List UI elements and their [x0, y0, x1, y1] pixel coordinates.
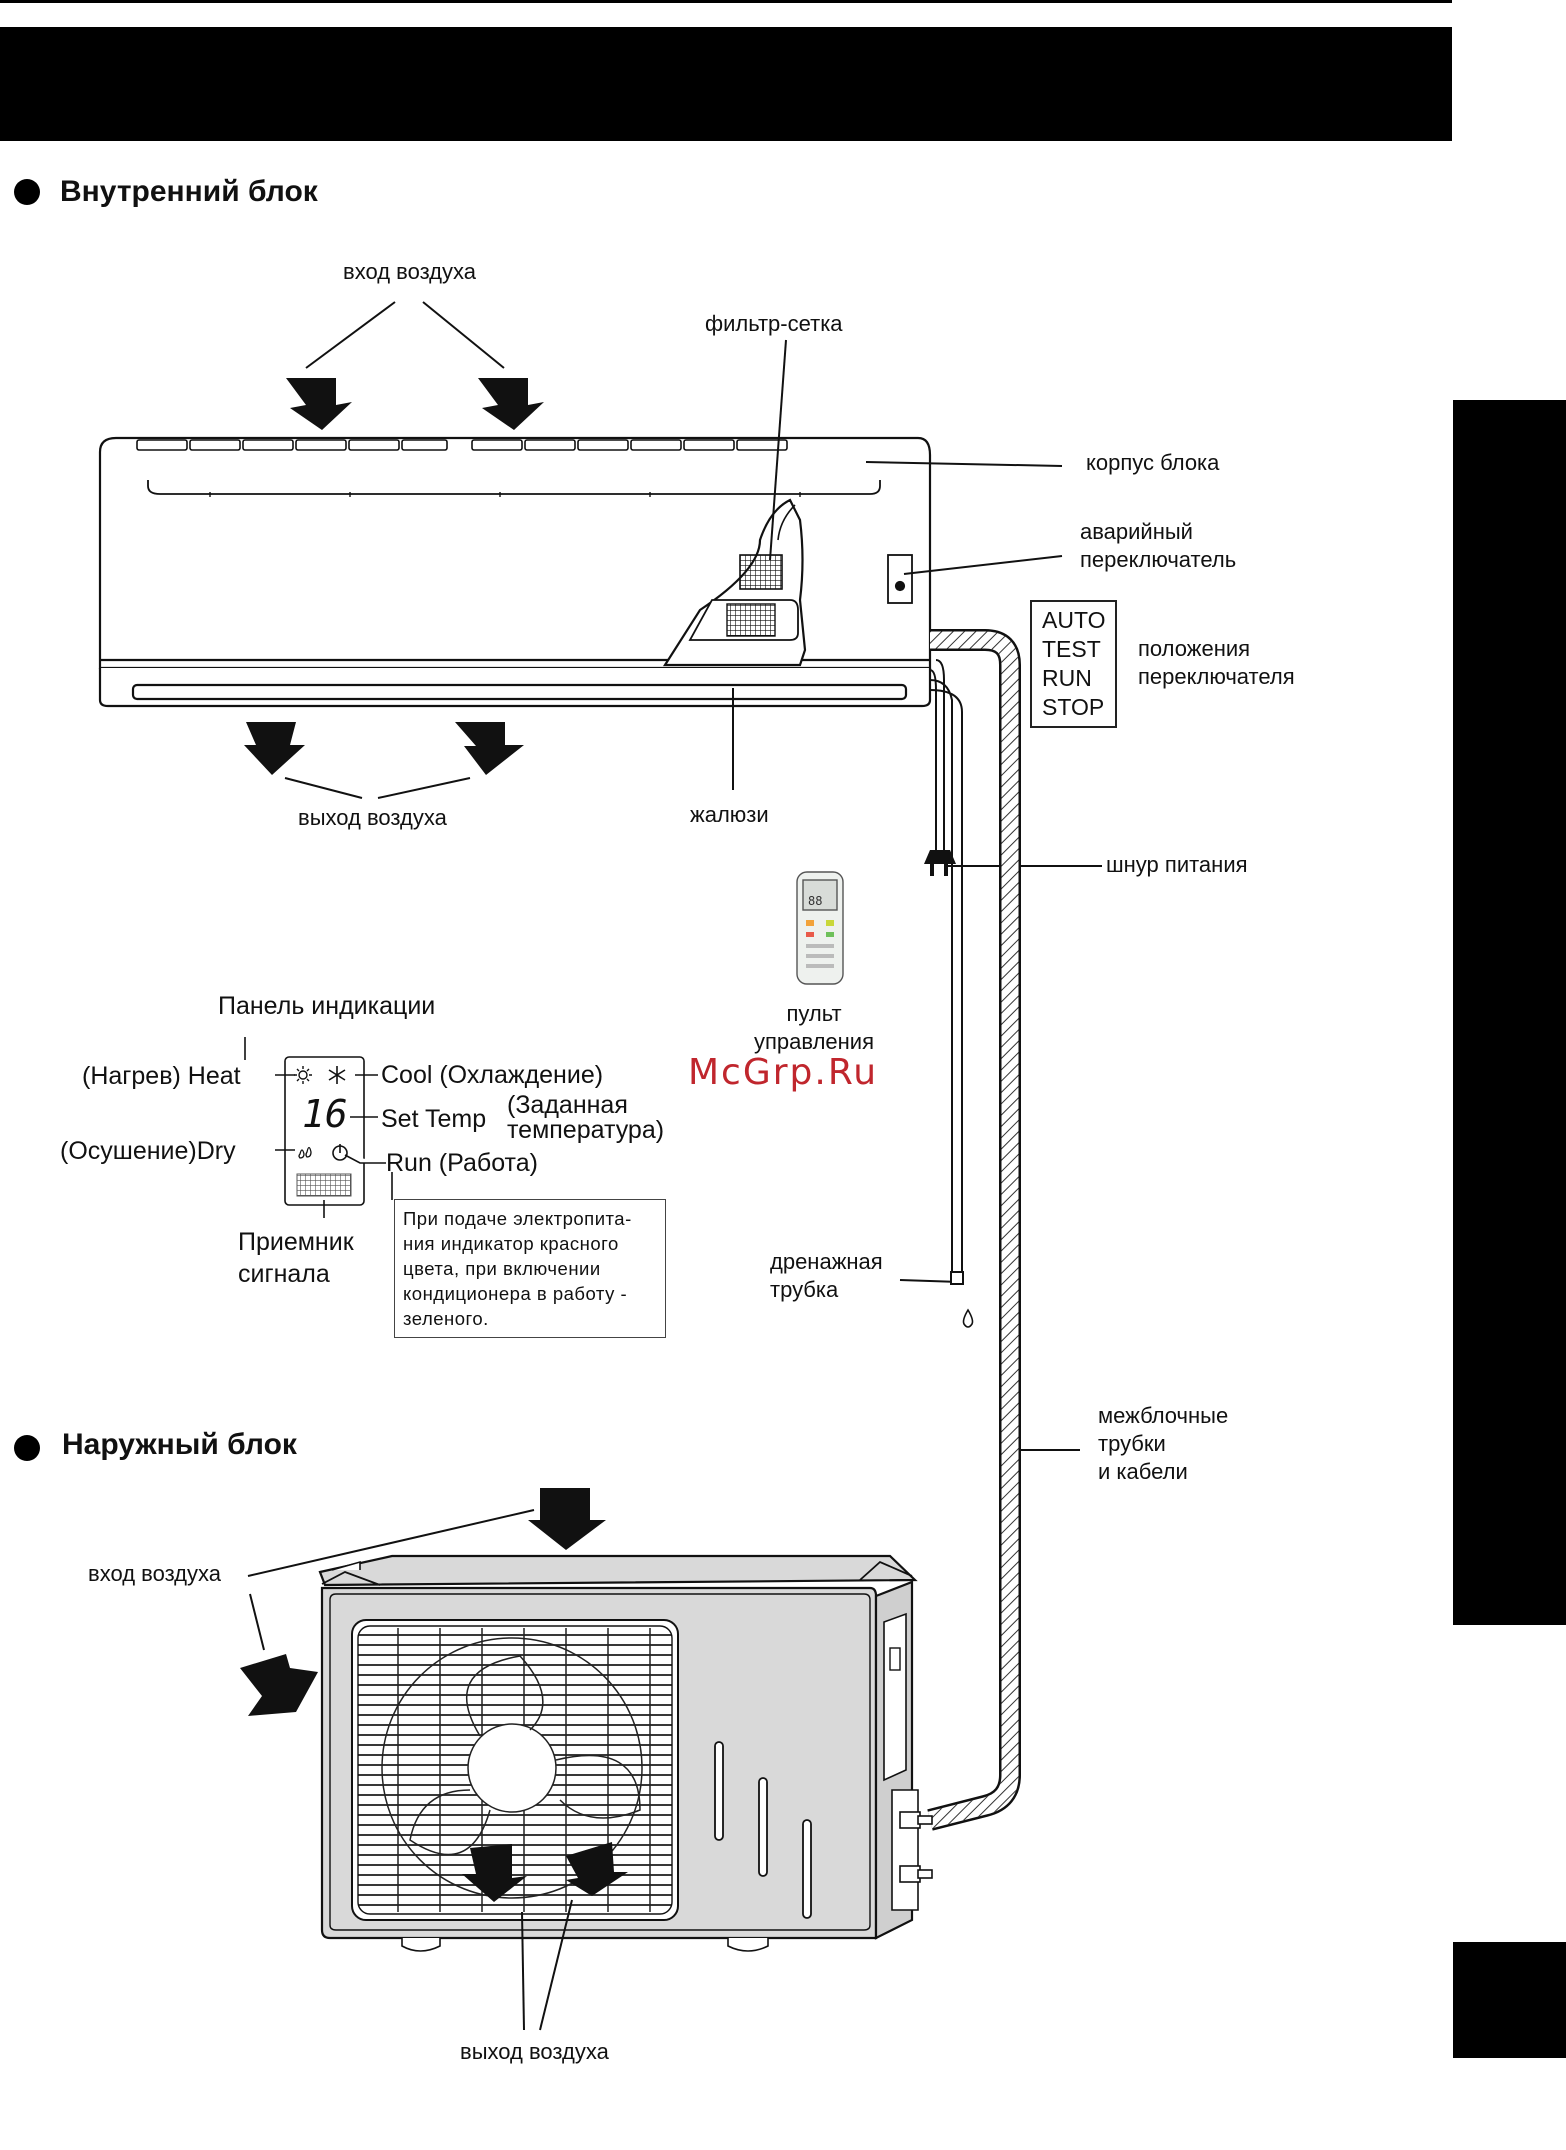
set-temp-label: Set Temp — [381, 1105, 487, 1133]
bullet-icon — [14, 1435, 40, 1461]
snowflake-icon — [328, 1066, 346, 1084]
mode-stop: STOP — [1042, 694, 1105, 720]
outdoor-unit — [318, 1554, 933, 1952]
temperature-display: 16 — [302, 1092, 348, 1136]
interconnect-tubes — [927, 629, 1021, 1831]
heat-label: (Нагрев) Heat — [82, 1062, 241, 1090]
louvers-label: жалюзи — [690, 802, 769, 827]
remote-control-icon: 88 — [796, 871, 844, 985]
emergency-switch-label: аварийный переключатель — [1080, 519, 1237, 572]
outdoor-air-inlet-label: вход воздуха — [88, 1561, 221, 1586]
bullet-icon — [14, 179, 40, 205]
sun-icon — [294, 1066, 312, 1084]
power-cord-label: шнур питания — [1106, 852, 1248, 877]
plug-icon — [924, 850, 956, 876]
dry-label: (Осушение)Dry — [60, 1137, 236, 1165]
air-arrow-icon — [244, 722, 524, 775]
receiver-label: Приемник сигнала — [238, 1228, 354, 1288]
run-label: Run (Работа) — [386, 1149, 538, 1177]
power-icon — [332, 1144, 348, 1161]
housing-label: корпус блока — [1086, 450, 1220, 475]
led-note-box: При подаче электропита- ния индикатор кр… — [394, 1199, 666, 1338]
interconnect-label: межблочные трубки и кабели — [1098, 1403, 1229, 1484]
page-number-tab — [1453, 1942, 1566, 2058]
filter-label: фильтр-сетка — [705, 311, 843, 336]
side-tab — [1453, 400, 1566, 1625]
remote-label: пульт управления — [754, 1001, 874, 1054]
air-outlet-label: выход воздуха — [298, 805, 447, 830]
set-temp-ru-label: (Заданная температура) — [507, 1091, 665, 1144]
drop-icon — [962, 1308, 974, 1328]
header-bar — [0, 27, 1452, 141]
valve-icon — [899, 1811, 933, 1883]
outdoor-air-outlet-label: выход воздуха — [460, 2039, 609, 2064]
outdoor-section-title: Наружный блок — [62, 1428, 297, 1461]
switch-modes-box: AUTO TEST RUN STOP — [1030, 600, 1118, 728]
mode-auto: AUTO — [1042, 607, 1106, 633]
mode-run: RUN — [1042, 665, 1092, 691]
svg-text:88: 88 — [808, 894, 822, 908]
air-inlet-label: вход воздуха — [343, 259, 476, 284]
air-arrow-icon — [286, 378, 544, 430]
top-rule — [0, 0, 1452, 3]
air-arrow-icon — [240, 1488, 628, 1902]
cool-label: Cool (Охлаждение) — [381, 1061, 604, 1089]
indoor-section-title: Внутренний блок — [60, 175, 318, 208]
switch-positions-label: положения переключателя — [1138, 636, 1295, 689]
dry-icon — [298, 1146, 312, 1159]
drain-label: дренажная трубка — [770, 1249, 883, 1302]
watermark: McGrp.Ru — [688, 1052, 879, 1093]
mode-test: TEST — [1042, 636, 1101, 662]
panel-title: Панель индикации — [218, 992, 436, 1020]
indication-panel — [244, 1037, 393, 1218]
indoor-unit — [98, 436, 932, 708]
